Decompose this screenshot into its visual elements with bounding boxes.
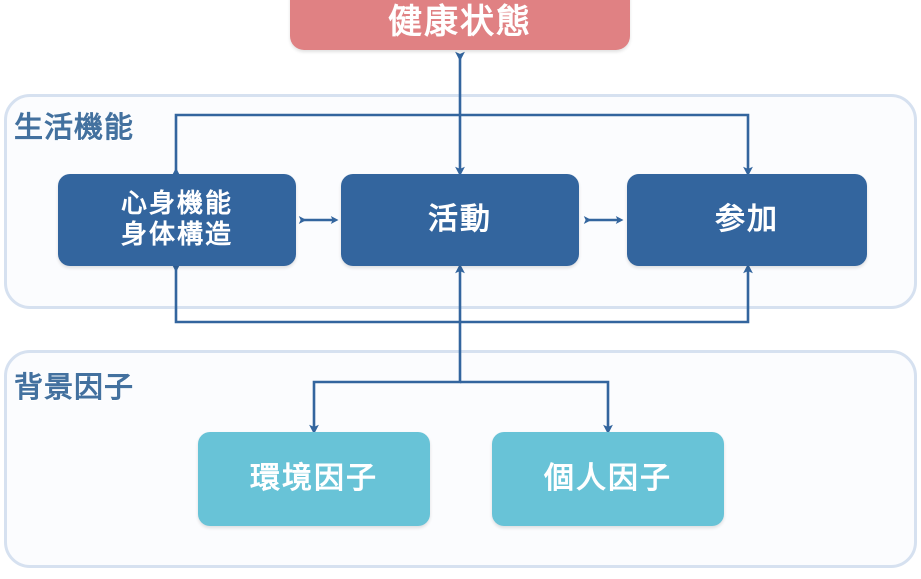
panel-label-contextual-factors: 背景因子 — [14, 370, 135, 404]
box-environmental-factors[interactable]: 環境因子 — [198, 432, 430, 526]
box-participation[interactable]: 参加 — [627, 174, 867, 266]
box-body-functions-line1: 心身機能 — [120, 189, 233, 220]
panel-contextual-factors — [4, 350, 917, 568]
box-health-condition[interactable]: 健康状態 — [290, 0, 630, 50]
panel-label-life-function: 生活機能 — [14, 110, 135, 144]
box-activity[interactable]: 活動 — [341, 174, 579, 266]
box-personal-factors[interactable]: 個人因子 — [492, 432, 724, 526]
box-body-structures-line2: 身体構造 — [120, 220, 233, 250]
box-body-functions-structures[interactable]: 心身機能 身体構造 — [58, 174, 296, 266]
